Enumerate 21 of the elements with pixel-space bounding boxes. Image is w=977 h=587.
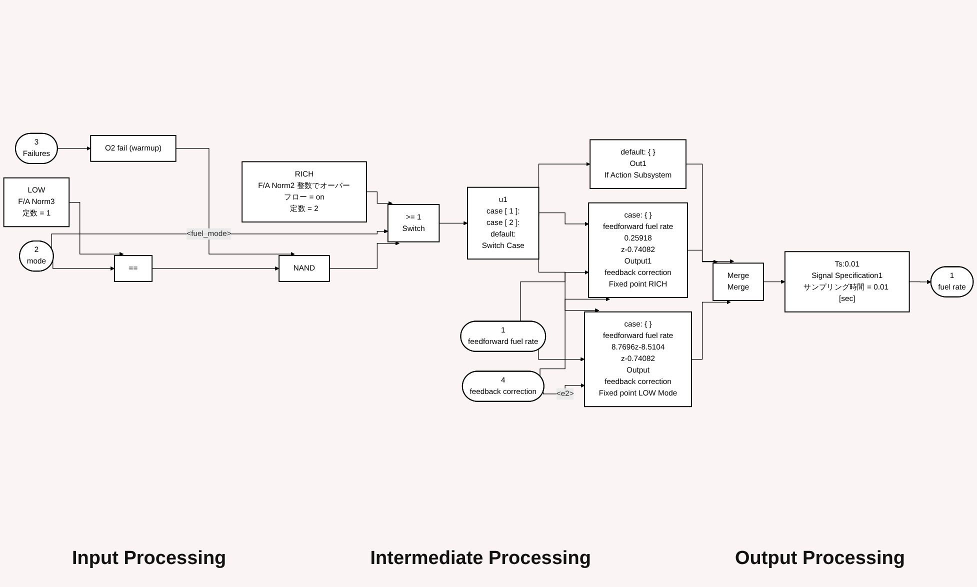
arrow [329, 241, 400, 269]
arrow [176, 148, 295, 256]
arrow [909, 280, 932, 284]
band-title: Output Processing [735, 548, 905, 570]
arrow [438, 221, 468, 226]
arrow [57, 146, 91, 151]
arrow [691, 300, 731, 360]
arrow [538, 162, 590, 190]
arrow [540, 297, 610, 376]
arrow [763, 280, 786, 284]
arrow [152, 266, 280, 271]
band-title: Intermediate Processing [370, 548, 591, 570]
band-title: Input Processing [72, 548, 226, 570]
arrow [686, 164, 734, 264]
arrow [538, 212, 589, 226]
arrow [687, 250, 718, 264]
arrow [52, 260, 115, 271]
arrow [520, 270, 589, 322]
arrow [68, 202, 124, 256]
arrow [538, 349, 585, 362]
arrow [366, 192, 393, 206]
